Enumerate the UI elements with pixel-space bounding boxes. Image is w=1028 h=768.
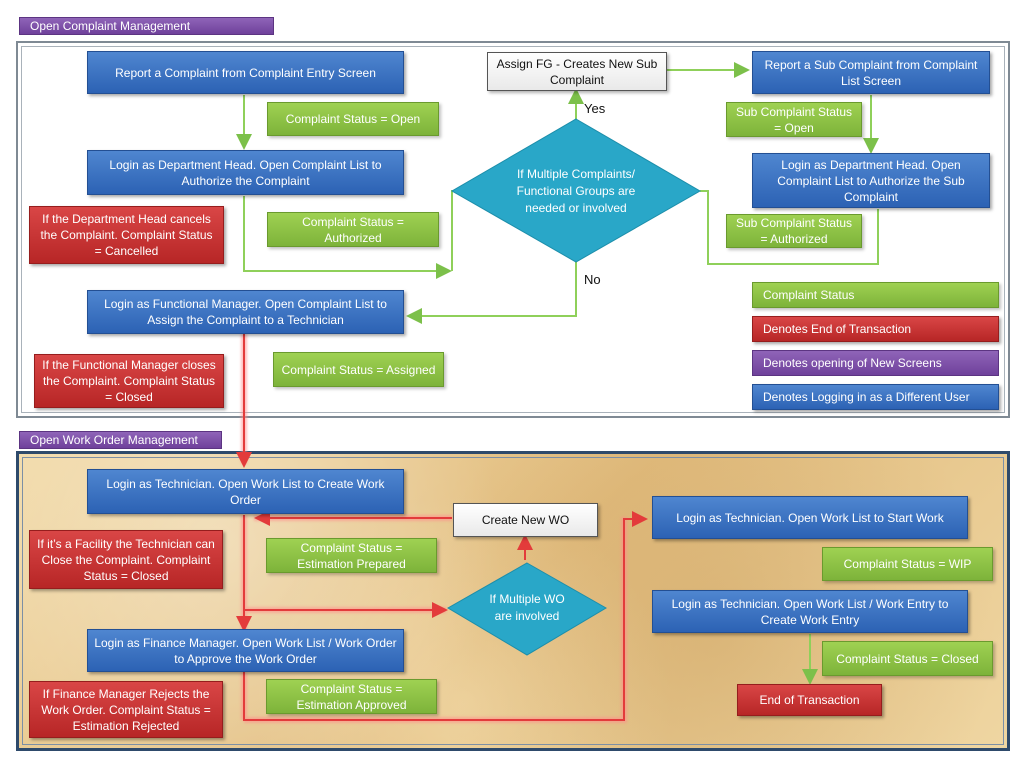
report-sub-complaint-box: Report a Sub Complaint from Complaint Li… bbox=[752, 51, 990, 94]
connector-depthead-to-decision bbox=[243, 196, 452, 279]
login-technician-entry-box: Login as Technician. Open Work List / Wo… bbox=[652, 590, 968, 633]
assign-fg-box: Assign FG - Creates New Sub Complaint bbox=[487, 52, 667, 91]
wo-decision-diamond bbox=[447, 562, 607, 656]
login-functional-manager-box: Login as Functional Manager. Open Compla… bbox=[87, 290, 404, 334]
report-complaint-box: Report a Complaint from Complaint Entry … bbox=[87, 51, 404, 94]
status-assigned-box: Complaint Status = Assigned bbox=[273, 352, 444, 387]
login-department-head-sub-box: Login as Department Head. Open Complaint… bbox=[752, 153, 990, 208]
legend-end-transaction: Denotes End of Transaction bbox=[752, 316, 999, 342]
create-new-wo-box: Create New WO bbox=[453, 503, 598, 537]
sub-status-open-box: Sub Complaint Status = Open bbox=[726, 102, 862, 137]
status-open-box: Complaint Status = Open bbox=[267, 102, 439, 136]
complaint-section-title: Open Complaint Management bbox=[19, 17, 274, 35]
connector-finance-to-start bbox=[243, 511, 648, 721]
sub-status-authorized-box: Sub Complaint Status = Authorized bbox=[726, 214, 862, 248]
complaint-decision-diamond bbox=[450, 118, 702, 263]
complaint-decision-text: If Multiple Complaints/ Functional Group… bbox=[516, 166, 636, 215]
login-department-head-box: Login as Department Head. Open Complaint… bbox=[87, 150, 404, 195]
yes-label: Yes bbox=[584, 101, 606, 116]
status-wip-box: Complaint Status = WIP bbox=[822, 547, 993, 581]
status-estimation-approved-box: Complaint Status = Estimation Approved bbox=[266, 679, 437, 714]
functional-manager-close-box: If the Functional Manager closes the Com… bbox=[34, 354, 224, 408]
login-technician-create-box: Login as Technician. Open Work List to C… bbox=[87, 469, 404, 514]
login-technician-start-box: Login as Technician. Open Work List to S… bbox=[652, 496, 968, 539]
connector-subauth-back bbox=[700, 190, 879, 265]
workorder-section-title: Open Work Order Management bbox=[19, 431, 222, 449]
complaint-management-frame bbox=[16, 41, 1010, 418]
department-head-cancel-box: If the Department Head cancels the Compl… bbox=[29, 206, 224, 264]
legend-new-screens: Denotes opening of New Screens bbox=[752, 350, 999, 376]
finance-reject-box: If Finance Manager Rejects the Work Orde… bbox=[29, 681, 223, 738]
end-of-transaction-box: End of Transaction bbox=[737, 684, 882, 716]
connector-into-decision bbox=[451, 190, 458, 271]
no-label: No bbox=[584, 272, 601, 287]
status-closed-box: Complaint Status = Closed bbox=[822, 641, 993, 676]
legend-complaint-status: Complaint Status bbox=[752, 282, 999, 308]
wo-decision-text: If Multiple WO are involved bbox=[489, 592, 565, 623]
facility-close-box: If it’s a Facility the Technician can Cl… bbox=[29, 530, 223, 589]
status-estimation-prepared-box: Complaint Status = Estimation Prepared bbox=[266, 538, 437, 573]
connector-no-to-functional bbox=[406, 262, 577, 324]
login-finance-manager-box: Login as Finance Manager. Open Work List… bbox=[87, 629, 404, 672]
legend-different-user: Denotes Logging in as a Different User bbox=[752, 384, 999, 410]
status-authorized-box: Complaint Status = Authorized bbox=[267, 212, 439, 247]
